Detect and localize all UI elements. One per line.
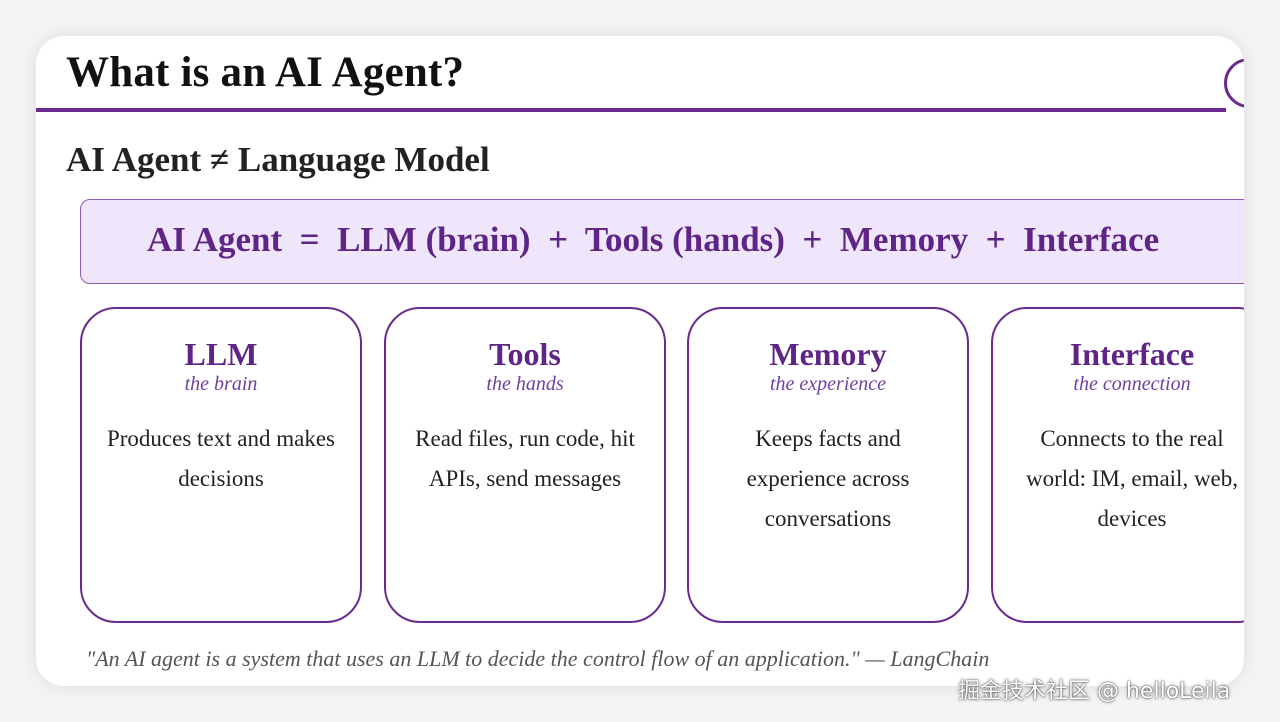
edge-circle-icon: [1224, 58, 1244, 108]
equation-box: AI Agent = LLM (brain) + Tools (hands) +…: [80, 199, 1244, 284]
watermark-text: 掘金技术社区 @ helloLeila: [958, 679, 1231, 704]
card-description: Produces text and makes decisions: [106, 426, 336, 491]
card-subtitle: the connection: [1073, 373, 1191, 395]
card-subtitle: the experience: [769, 373, 887, 395]
card-title: Tools: [489, 336, 561, 372]
slide: What is an AI Agent? AI Agent ≠ Language…: [36, 36, 1244, 686]
slide-subtitle: AI Agent ≠ Language Model: [66, 140, 490, 179]
title-divider: [36, 108, 1226, 112]
card-description: Keeps facts and experience across conver…: [746, 426, 910, 531]
slide-title: What is an AI Agent?: [66, 49, 465, 96]
card-subtitle: the brain: [184, 373, 258, 395]
card-description: Connects to the real world: IM, email, w…: [1025, 426, 1239, 531]
equation-text: AI Agent = LLM (brain) + Tools (hands) +…: [147, 220, 1160, 259]
card-tools: Tools the hands Read files, run code, hi…: [384, 307, 666, 623]
card-interface: Interface the connection Connects to the…: [991, 307, 1244, 623]
quote-text: "An AI agent is a system that uses an LL…: [86, 646, 990, 671]
card-title: LLM: [184, 336, 258, 372]
card-title: Interface: [1069, 336, 1195, 372]
card-memory: Memory the experience Keeps facts and ex…: [687, 307, 969, 623]
card-description: Read files, run code, hit APIs, send mes…: [415, 426, 635, 491]
card-title: Memory: [769, 336, 887, 372]
card-subtitle: the hands: [486, 373, 564, 395]
card-llm: LLM the brain Produces text and makes de…: [80, 307, 362, 623]
